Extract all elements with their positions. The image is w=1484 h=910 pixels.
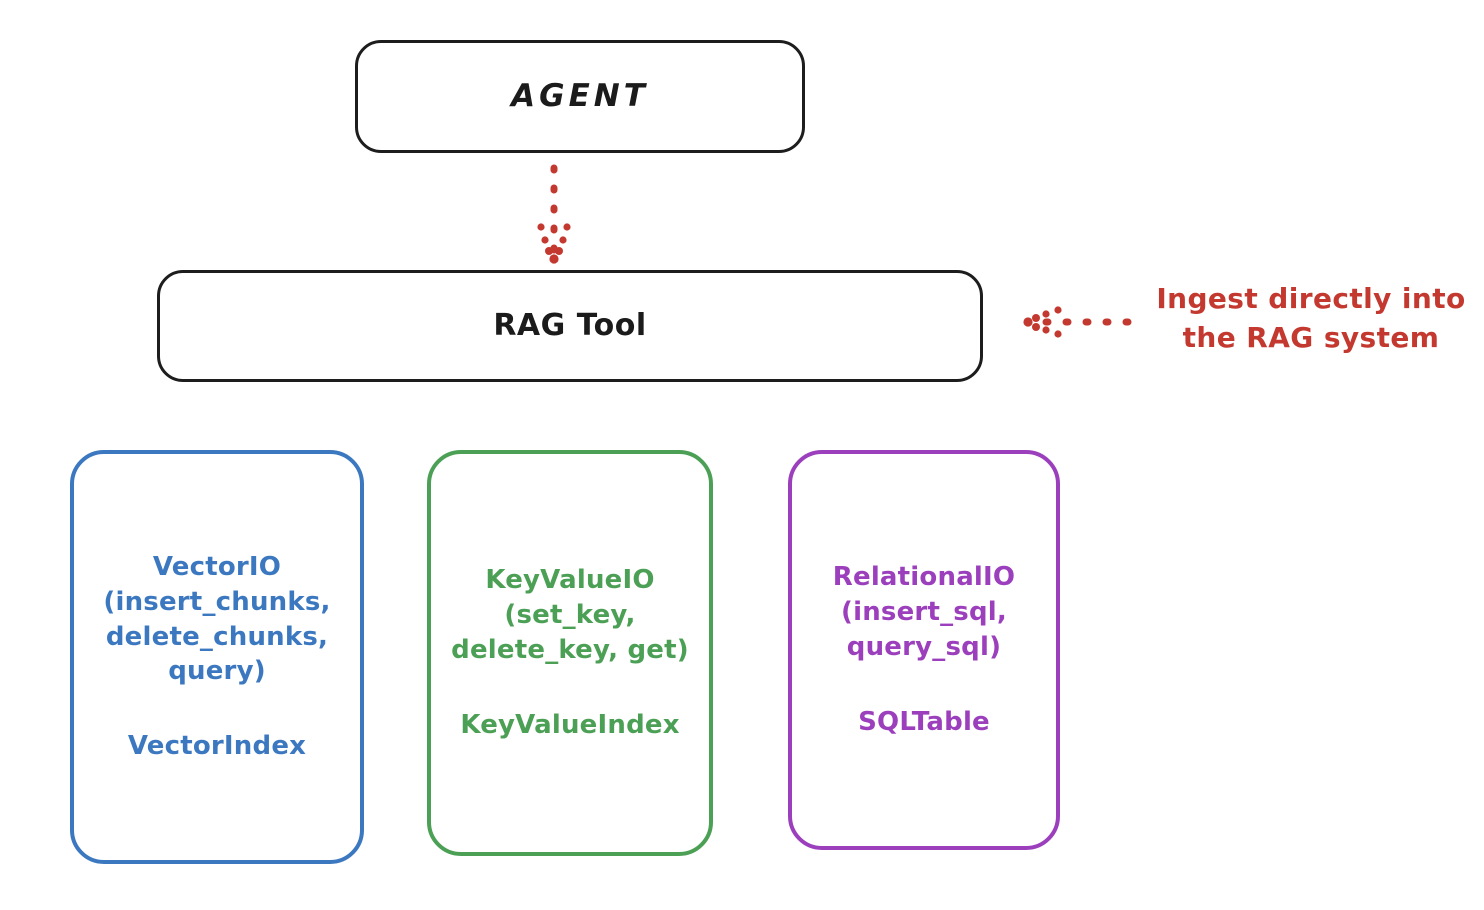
- node-keyvalue-io[interactable]: KeyValueIO (set_key, delete_key, get) Ke…: [427, 450, 713, 856]
- node-vector-index-label: VectorIndex: [127, 731, 307, 762]
- node-keyvalue-io-api-label: KeyValueIO (set_key, delete_key, get): [451, 565, 689, 665]
- node-relational-io[interactable]: RelationalIO (insert_sql, query_sql) SQL…: [788, 450, 1060, 850]
- node-rag-tool[interactable]: RAG Tool: [157, 270, 983, 382]
- node-vector-io[interactable]: VectorIO (insert_chunks, delete_chunks, …: [70, 450, 364, 864]
- node-keyvalue-index-label: KeyValueIndex: [460, 709, 680, 740]
- connector-agent-to-rag-tool: [537, 164, 571, 264]
- annotation-ingest-label: Ingest directly into the RAG system: [1156, 282, 1466, 354]
- node-relational-io-api-label: RelationalIO (insert_sql, query_sql): [832, 562, 1016, 662]
- node-rag-tool-label: RAG Tool: [493, 307, 647, 343]
- connector-ingest-to-rag-tool: [1023, 306, 1132, 338]
- node-agent[interactable]: AGENT: [355, 40, 805, 153]
- node-agent-label: AGENT: [511, 77, 649, 114]
- node-sql-table-label: SQLTable: [858, 706, 990, 737]
- node-vector-io-api-label: VectorIO (insert_chunks, delete_chunks, …: [103, 551, 331, 687]
